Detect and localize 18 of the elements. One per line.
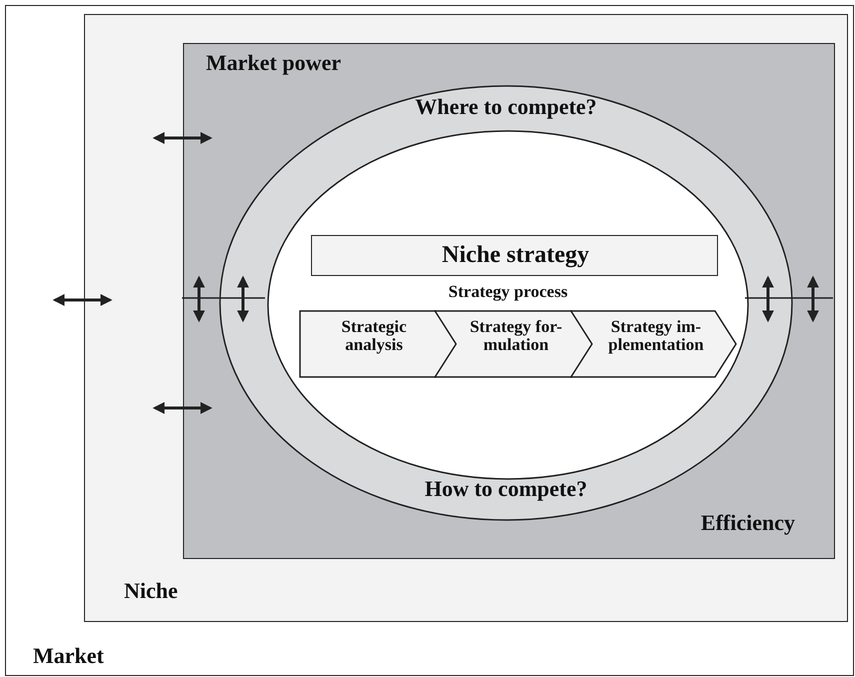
region-label: Efficiency (700, 511, 795, 534)
step-label: Strategy im- plementation (607, 318, 705, 354)
niche-panel (84, 14, 848, 622)
chevron-step (434, 310, 594, 378)
region-label: Market (33, 644, 104, 668)
region-label: Niche (124, 579, 178, 602)
strategy-bar (311, 235, 718, 276)
market-frame (5, 5, 854, 676)
market-power-panel (183, 43, 835, 559)
ring-label: How to compete? (424, 477, 588, 500)
bar-label: Niche strategy (440, 243, 590, 268)
region-label: Market power (206, 51, 342, 74)
ring-label: Where to compete? (414, 95, 598, 118)
inner-ellipse (267, 130, 749, 480)
step-label: Strategy for- mulation (468, 318, 564, 354)
section-heading: Strategy process (447, 283, 569, 301)
step-label: Strategic analysis (340, 318, 408, 354)
chevron-step (299, 310, 458, 378)
